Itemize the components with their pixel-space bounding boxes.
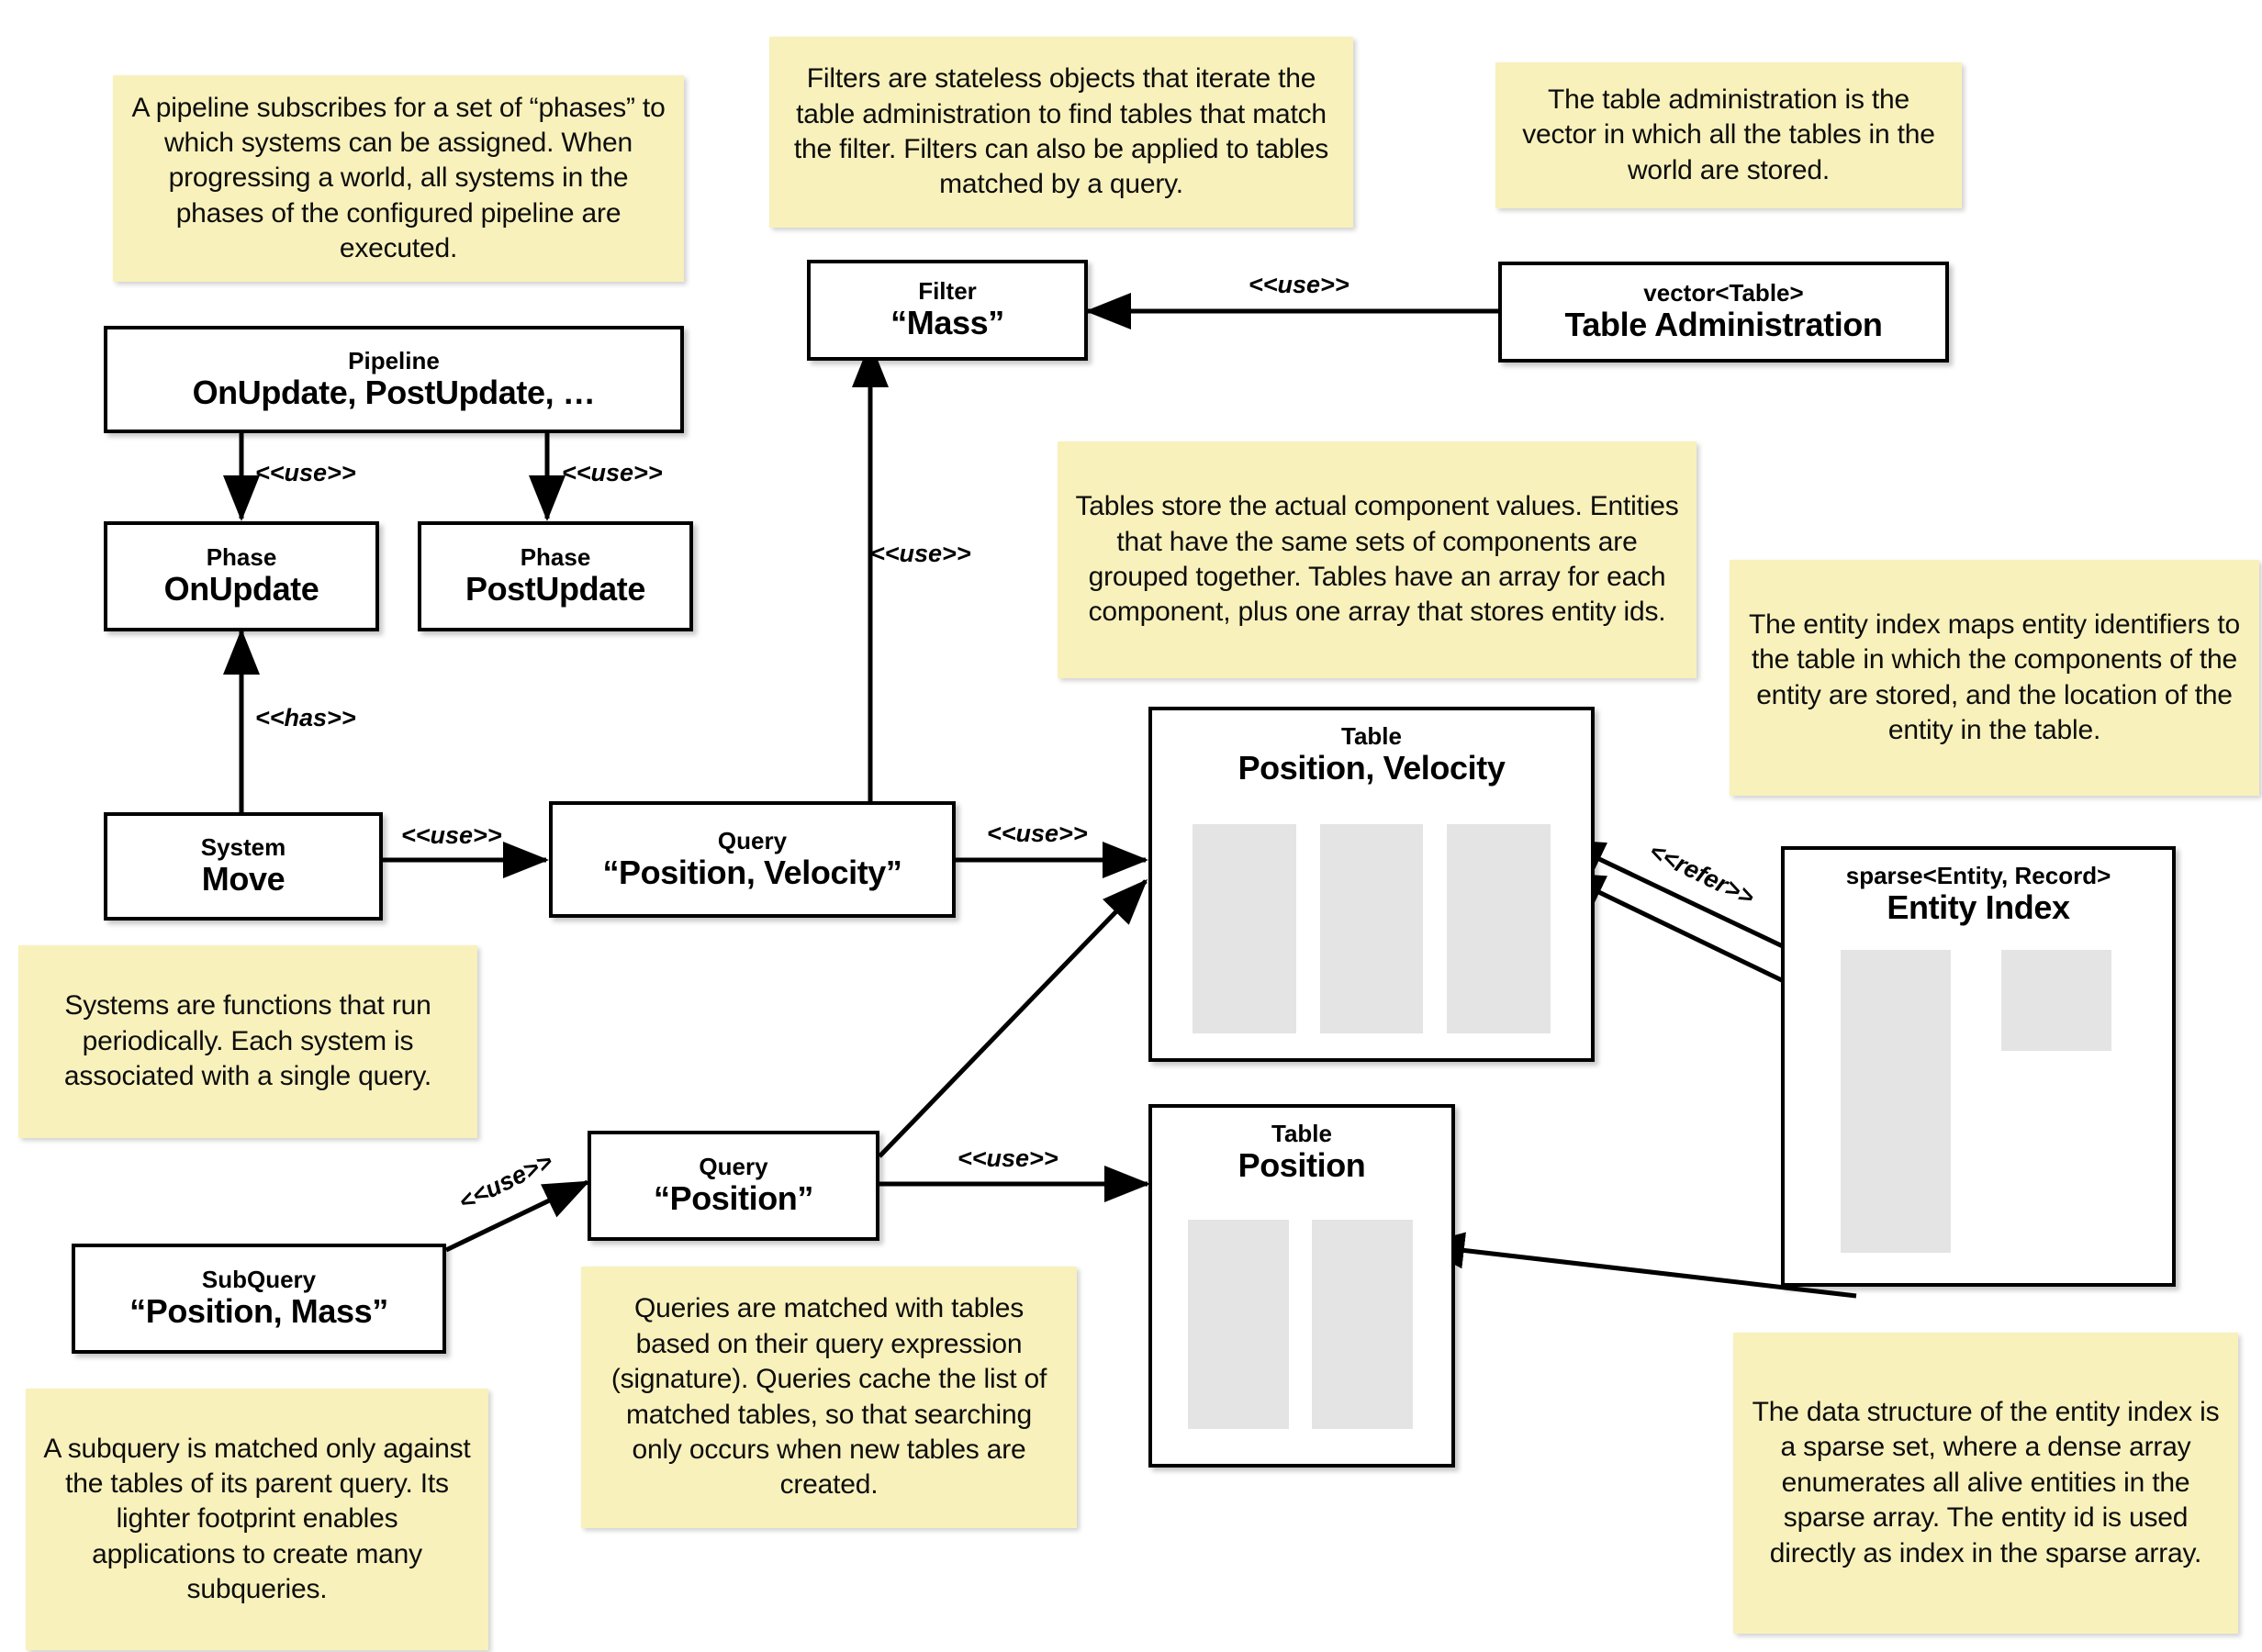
box-subquery-position-mass[interactable]: SubQuery “Position, Mass” <box>72 1244 446 1354</box>
edge-label-tableadmin-filter: <<use>> <box>1249 271 1349 298</box>
note-table: Tables store the actual component values… <box>1058 441 1696 678</box>
note-entity-index: The entity index maps entity identifiers… <box>1730 560 2259 796</box>
box-pipeline[interactable]: Pipeline OnUpdate, PostUpdate, … <box>104 326 684 433</box>
box-query-position[interactable]: Query “Position” <box>588 1131 879 1241</box>
note-text: The data structure of the entity index i… <box>1752 1397 2220 1568</box>
box-stereotype: System <box>200 833 286 862</box>
note-query: Queries are matched with tables based on… <box>581 1267 1077 1528</box>
box-stereotype: SubQuery <box>201 1266 317 1294</box>
note-text: Tables store the actual component values… <box>1075 491 1679 628</box>
edge-queryposition-tablepv <box>878 878 1148 1158</box>
box-title: Move <box>201 860 286 899</box>
box-table-administration[interactable]: vector<Table> Table Administration <box>1498 262 1949 363</box>
box-title: “Mass” <box>890 304 1004 342</box>
sparse-array-column <box>1841 950 1951 1253</box>
note-table-administration: The table administration is the vector i… <box>1495 62 1962 208</box>
box-title: Position <box>1237 1146 1366 1185</box>
table-position-velocity-columns <box>1193 824 1551 1033</box>
edge-label-querypv-tablepv: <<use>> <box>987 820 1088 847</box>
box-stereotype: Query <box>699 1153 768 1181</box>
box-stereotype: Table <box>1271 1120 1332 1147</box>
note-text: A pipeline subscribes for a set of “phas… <box>131 92 666 264</box>
box-title: Table Administration <box>1564 306 1883 344</box>
box-filter-mass[interactable]: Filter “Mass” <box>807 260 1088 361</box>
component-array-column <box>1193 824 1296 1033</box>
box-stereotype: Table <box>1341 722 1402 750</box>
box-phase-postupdate[interactable]: Phase PostUpdate <box>418 521 693 631</box>
box-title: “Position, Velocity” <box>602 853 902 891</box>
entity-id-array-column <box>1312 1220 1413 1429</box>
box-query-position-velocity[interactable]: Query “Position, Velocity” <box>549 801 956 918</box>
component-array-column <box>1188 1220 1289 1429</box>
edge-label-pipeline-postupdate: <<use>> <box>562 459 663 486</box>
box-title: OnUpdate, PostUpdate, … <box>192 373 596 411</box>
note-pipeline: A pipeline subscribes for a set of “phas… <box>113 75 684 282</box>
box-title: “Position, Mass” <box>129 1292 388 1331</box>
box-stereotype: vector<Table> <box>1643 279 1804 307</box>
edge-label-entityindex-refer: <<refer>> <box>1644 837 1759 911</box>
box-stereotype: Phase <box>520 543 591 572</box>
edge-label-queryposition-tableposition: <<use>> <box>957 1144 1058 1172</box>
box-title: “Position” <box>654 1179 813 1218</box>
box-system-move[interactable]: System Move <box>104 812 383 921</box>
box-title: Entity Index <box>1887 888 2070 927</box>
box-stereotype: Query <box>717 826 788 854</box>
note-text: The table administration is the vector i… <box>1522 84 1935 185</box>
dense-array-column <box>2001 950 2111 1051</box>
note-text: A subquery is matched only against the t… <box>43 1433 471 1605</box>
note-text: Systems are functions that run periodica… <box>63 990 432 1092</box>
note-filter: Filters are stateless objects that itera… <box>769 37 1353 228</box>
box-title: Position, Velocity <box>1237 749 1506 787</box>
note-system: Systems are functions that run periodica… <box>18 945 477 1138</box>
edge-label-pipeline-onupdate: <<use>> <box>255 459 356 486</box>
note-text: The entity index maps entity identifiers… <box>1748 608 2240 745</box>
edge-label-query-filter: <<use>> <box>870 540 971 567</box>
component-array-column <box>1319 824 1424 1033</box>
entity-id-array-column <box>1447 824 1551 1033</box>
note-subquery: A subquery is matched only against the t… <box>26 1389 488 1650</box>
box-stereotype: Pipeline <box>348 346 440 374</box>
note-text: Filters are stateless objects that itera… <box>793 63 1329 200</box>
table-position-columns <box>1188 1220 1413 1429</box>
note-text: Queries are matched with tables based on… <box>610 1293 1047 1501</box>
box-title: OnUpdate <box>163 570 319 608</box>
box-title: PostUpdate <box>465 570 646 608</box>
box-stereotype: Phase <box>206 543 277 572</box>
box-stereotype: Filter <box>918 277 977 306</box>
edge-label-system-phase: <<has>> <box>255 704 356 731</box>
box-phase-onupdate[interactable]: Phase OnUpdate <box>104 521 379 631</box>
edge-label-system-query: <<use>> <box>401 821 502 849</box>
box-stereotype: sparse<Entity, Record> <box>1845 862 2111 889</box>
note-entity-index-structure: The data structure of the entity index i… <box>1733 1333 2238 1634</box>
edge-label-subquery-query: <<use>> <box>454 1146 557 1216</box>
